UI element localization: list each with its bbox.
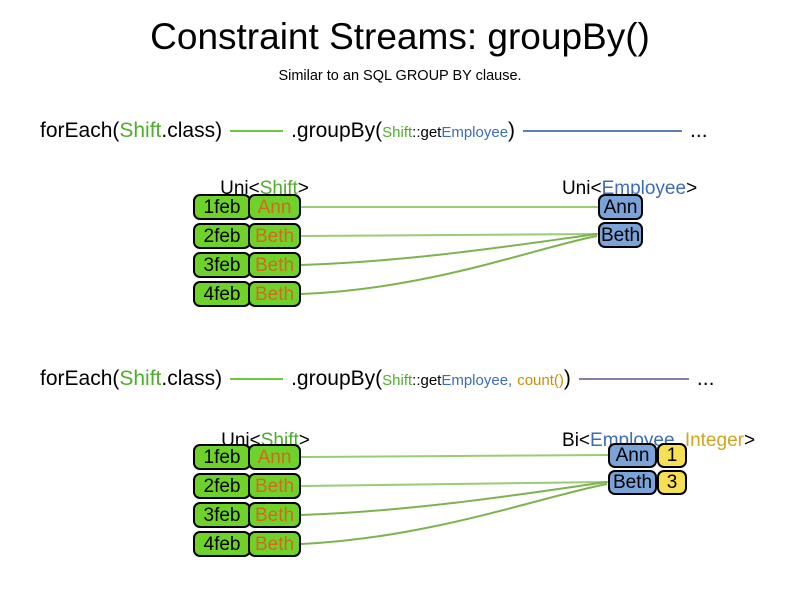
- wire-d1-row3-beth: [300, 233, 598, 266]
- foreach-class: Shift: [119, 367, 162, 390]
- shift-employee-box: Beth: [248, 531, 301, 557]
- groupby-prefix: .groupBy(: [291, 119, 383, 142]
- shift-employee-box: Beth: [248, 502, 301, 528]
- shift-date-box: 3feb: [193, 502, 251, 528]
- shift-date-box: 1feb: [193, 444, 251, 470]
- group-count-box: 1: [657, 443, 687, 468]
- wire-d2-row4-beth: [300, 483, 608, 545]
- shift-date-box: 1feb: [193, 194, 251, 220]
- foreach-prefix: forEach(: [40, 119, 120, 142]
- stream2-expression: forEach( Shift .class) .groupBy( Shift :…: [40, 367, 714, 391]
- stream1-expression: forEach( Shift .class) .groupBy( Shift :…: [40, 119, 708, 143]
- wire-d2-row3-beth: [300, 481, 608, 516]
- shift-date-box: 3feb: [193, 252, 251, 278]
- group-employee-box: Beth: [598, 222, 643, 248]
- label-prefix: Uni<: [220, 178, 260, 199]
- groupby-arg-class: Shift: [382, 372, 413, 389]
- groupby-arg-type: Employee: [441, 124, 509, 141]
- stream2-green-connector: [230, 378, 284, 380]
- label-suffix: >: [297, 178, 309, 199]
- label-type2: Integer: [684, 430, 744, 451]
- wire-d1-row4-beth: [300, 235, 598, 295]
- foreach-prefix: forEach(: [40, 367, 120, 390]
- groupby-arg-method: ::get: [412, 372, 442, 389]
- group-count-box: 3: [657, 470, 687, 495]
- page-subtitle: Similar to an SQL GROUP BY clause.: [278, 68, 522, 84]
- groupby-arg-collector: count(): [517, 372, 564, 389]
- group-employee-box: Ann: [608, 443, 657, 468]
- groupby-arg-method: ::get: [412, 124, 442, 141]
- label-prefix: Uni<: [561, 178, 602, 199]
- groupby-arg-type: Employee,: [441, 372, 513, 389]
- label-suffix: >: [686, 178, 698, 199]
- groupby-prefix: .groupBy(: [291, 367, 383, 390]
- shift-date-box: 2feb: [193, 473, 251, 499]
- shift-date-box: 4feb: [193, 531, 251, 557]
- shift-employee-box: Ann: [248, 194, 301, 220]
- stream2-ellipsis: ...: [696, 367, 715, 390]
- label-suffix: >: [743, 430, 756, 451]
- foreach-class: Shift: [119, 119, 162, 142]
- label-suffix: >: [298, 430, 310, 451]
- page-title: Constraint Streams: groupBy(): [150, 16, 650, 57]
- label-type: Employee: [601, 178, 687, 199]
- groupby-arg-class: Shift: [382, 124, 413, 141]
- groupby-suffix: ): [508, 119, 516, 142]
- label-prefix: Bi<: [562, 430, 591, 451]
- shift-employee-box: Beth: [248, 473, 301, 499]
- foreach-suffix: .class): [161, 119, 223, 142]
- wire-d1-row2-beth: [300, 233, 599, 237]
- diagram1-right-label: Uni<Employee>: [540, 156, 698, 222]
- stream2-purple-connector: [578, 378, 689, 380]
- group-employee-box: Ann: [598, 194, 643, 220]
- shift-date-box: 4feb: [193, 281, 251, 307]
- label-type: Shift: [259, 178, 298, 199]
- shift-date-box: 2feb: [193, 223, 251, 249]
- shift-employee-box: Beth: [248, 281, 301, 307]
- stream1-blue-connector: [523, 130, 683, 132]
- shift-employee-box: Ann: [248, 444, 301, 470]
- groupby-suffix: ): [563, 367, 571, 390]
- group-employee-box: Beth: [608, 470, 657, 495]
- wire-d2-row2-beth: [300, 481, 609, 487]
- stream1-ellipsis: ...: [690, 119, 708, 142]
- stream1-green-connector: [230, 130, 284, 132]
- foreach-suffix: .class): [161, 367, 223, 390]
- diagram1-left-label: Uni<Shift>: [199, 156, 309, 222]
- shift-employee-box: Beth: [248, 252, 301, 278]
- shift-employee-box: Beth: [248, 223, 301, 249]
